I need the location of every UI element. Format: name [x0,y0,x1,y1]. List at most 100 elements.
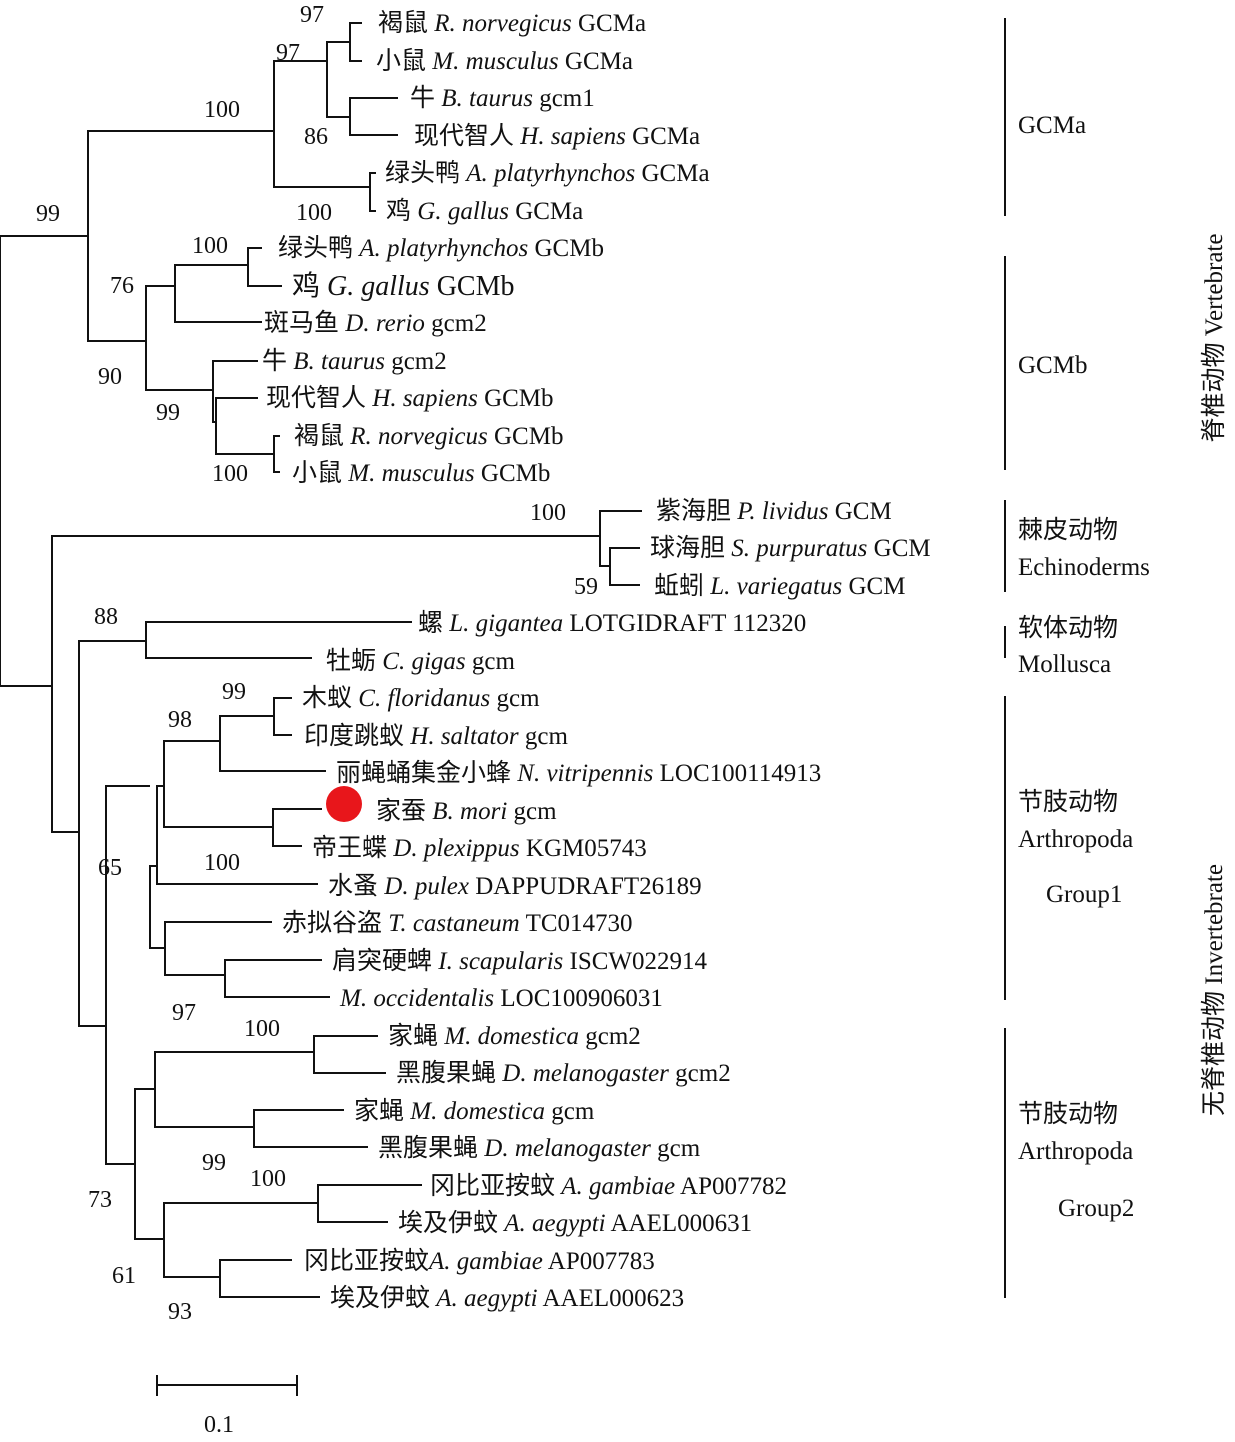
side-label-vertebrate: 脊椎动物 Vertebrate [1200,234,1228,443]
taxon-label: 木蚁 C. floridanus gcm [302,684,540,712]
branch-arthropoda [105,785,150,1165]
branch-insect-holo [163,740,273,828]
taxon-label: 球海胆 S. purpuratus GCM [650,534,931,562]
bootstrap-value: 88 [94,604,118,630]
bootstrap-value: 97 [300,2,324,28]
bootstrap-value: 100 [212,461,248,487]
branch-group2 [134,1088,164,1240]
branch-bird-gcma [369,172,376,212]
branch-mites [224,959,330,998]
taxon-label: 帝王蝶 D. plexippus KGM05743 [312,834,647,862]
taxon-label: 现代智人 H. sapiens GCMb [266,384,554,412]
taxon-label: 小鼠 M. musculus GCMa [376,47,633,75]
taxon-label: 印度跳蚁 H. saltator gcm [304,722,568,750]
taxon-label: 现代智人 H. sapiens GCMa [414,122,700,150]
side-label-invertebrate: 无脊椎动物 Invertebrate [1200,864,1228,1116]
branch-human-rodent-gcmb [215,397,274,455]
branch-gcmb [145,285,213,391]
bootstrap-value: 99 [36,201,60,227]
taxon-label: 褐鼠 R. norvegicus GCMb [294,422,563,450]
taxon-labels: 褐鼠 R. norvegicus GCMa 小鼠 M. musculus GCM… [262,9,931,1312]
root-branch [0,235,52,687]
taxon-label: 绿头鸭 A. platyrhynchos GCMa [385,159,710,187]
bootstrap-value: 100 [192,233,228,259]
bootstrap-value: 99 [222,679,246,705]
branch-mammal-gcmb [212,360,258,423]
group-label-echinoderms-cn: 棘皮动物 [1018,516,1118,544]
branch-gcm2-flies [313,1035,386,1074]
branch-vertebrate [87,130,274,342]
taxon-label: 小鼠 M. musculus GCMb [292,459,550,487]
taxon-label: 牛 B. taurus gcm2 [262,347,447,375]
bootstrap-value: 99 [202,1150,226,1176]
group-label-arthropoda1-cn: 节肢动物 [1018,788,1118,816]
branch-mosquito-a [317,1184,422,1223]
taxon-label: 黑腹果蝇 D. melanogaster gcm [378,1134,701,1162]
group-label-gcma: GCMa [1018,112,1086,139]
branch-protostome [78,640,146,1027]
group-label-arthropoda1-en: Arthropoda [1018,826,1133,853]
bootstrap-value: 100 [296,200,332,226]
taxon-label: 绿头鸭 A. platyrhynchos GCMb [278,234,604,262]
scale-bar-label: 0.1 [204,1412,234,1438]
taxon-label: 斑马鱼 D. rerio gcm2 [264,309,487,337]
branch-bovine-human-gcma [349,97,398,136]
branch-echinoderm [599,510,642,567]
bootstrap-value: 100 [530,500,566,526]
taxon-label: 埃及伊蚊 A. aegypti AAEL000631 [398,1209,752,1237]
bootstrap-value: 99 [156,400,180,426]
taxon-label: 埃及伊蚊 A. aegypti AAEL000623 [330,1284,684,1312]
group-label-mollusca-cn: 软体动物 [1018,614,1118,642]
taxon-label: 褐鼠 R. norvegicus GCMa [378,9,646,37]
bootstrap-value: 93 [168,1299,192,1325]
bootstrap-value: 97 [172,1000,196,1026]
taxon-label: 牡蛎 C. gigas gcm [326,647,515,675]
group-label-echinoderms-en: Echinoderms [1018,554,1150,581]
bootstrap-value: 100 [244,1016,280,1042]
taxon-label: 水蚤 D. pulex DAPPUDRAFT26189 [328,872,702,900]
bootstrap-value: 100 [204,97,240,123]
branch-mollusca [145,621,412,659]
branch-gcma [273,60,370,188]
branch-group1 [149,865,165,949]
group-label-gcmb: GCMb [1018,352,1087,379]
bootstrap-value: 76 [110,273,134,299]
scale-bar: 0.1 [156,1375,298,1438]
branch-echinoderm-inner [609,547,640,586]
taxon-label: 鸡 G. gallus GCMa [386,197,583,225]
bootstrap-value: 86 [304,124,328,150]
branch-invertebrate [51,535,600,833]
branch-bird-fish-gcmb [174,264,262,323]
bootstrap-value: 73 [88,1187,112,1213]
taxon-label: 蚯蚓 L. variegatus GCM [654,572,905,600]
bootstrap-value: 98 [168,707,192,733]
branch-mosquitoes [163,1202,318,1278]
highlight-dot [326,786,362,822]
taxon-label: 冈比亚按蚊 A. gambiae AP007782 [430,1172,787,1200]
branch-mosquito-b [219,1259,320,1298]
branch-lepidoptera [272,808,322,847]
bootstrap-value: 65 [98,855,122,881]
branch-rodent-gcma [349,22,362,62]
taxon-label: 鸡 G. gallus GCMb [292,270,515,302]
taxon-label: M. occidentalis LOC100906031 [339,985,663,1012]
taxon-label: 丽蝇蛹集金小蜂 N. vitripennis LOC100114913 [336,759,821,787]
taxon-label-highlighted: 家蚕 B. mori gcm [376,797,557,825]
bootstrap-value: 100 [204,850,240,876]
bootstrap-value: 100 [250,1166,286,1192]
group-label-arthropoda1-group: Group1 [1046,881,1122,908]
taxon-label: 螺 L. gigantea LOTGIDRAFT 112320 [418,609,806,637]
taxon-label: 家蝇 M. domestica gcm [354,1097,595,1125]
bootstrap-value: 90 [98,364,122,390]
tree-branches [0,22,642,1298]
taxon-label: 黑腹果蝇 D. melanogaster gcm2 [396,1059,731,1087]
group-label-mollusca-en: Mollusca [1018,651,1111,678]
taxon-label: 肩突硬蜱 I. scapularis ISCW022914 [332,947,708,975]
branch-tribolium-mites [164,921,272,976]
branch-gcm-flies [253,1109,368,1148]
branch-ants [273,697,292,736]
group-labels: GCMa GCMb 棘皮动物 Echinoderms 软体动物 Mollusca… [1018,112,1150,1222]
taxon-label: 赤拟谷盗 T. castaneum TC014730 [282,909,633,937]
bootstrap-value: 59 [574,574,598,600]
